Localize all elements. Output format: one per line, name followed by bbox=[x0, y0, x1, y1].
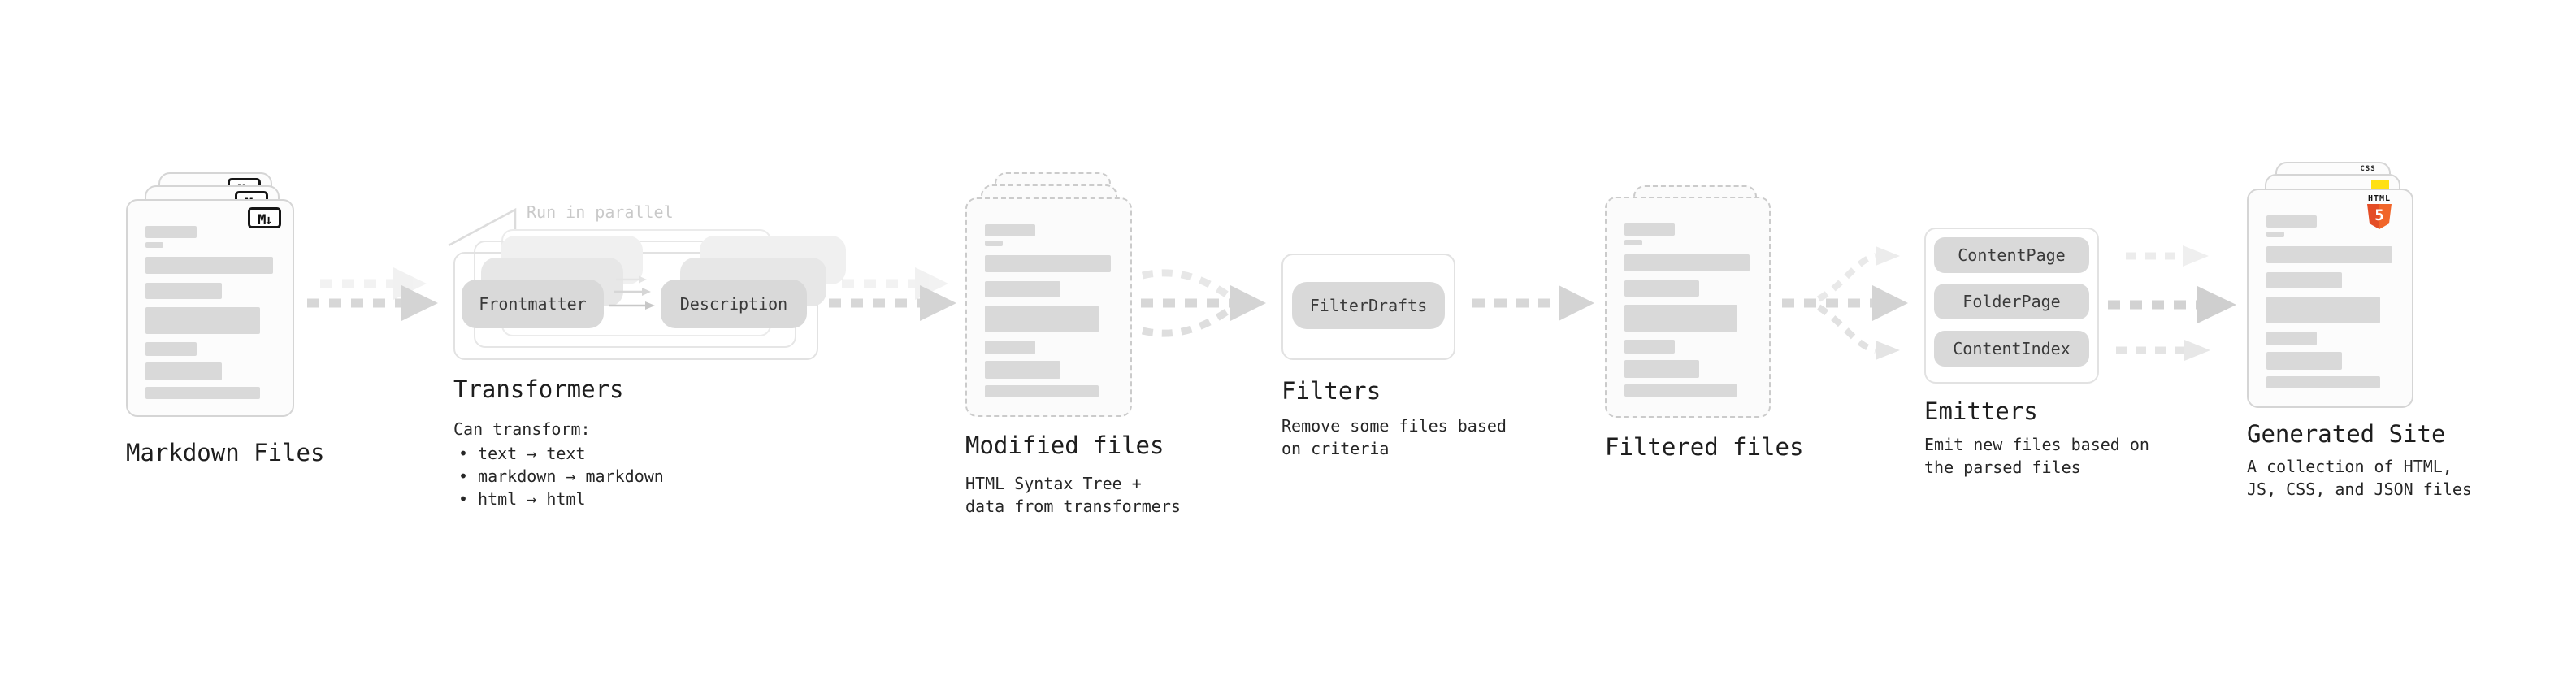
document-text-placeholder bbox=[2266, 215, 2392, 388]
dashed-arrow-icon bbox=[307, 267, 438, 321]
emitter-pill-folderpage: FolderPage bbox=[1934, 284, 2089, 319]
text-line-placeholder bbox=[985, 224, 1035, 236]
document-text-placeholder bbox=[145, 226, 273, 399]
text-line-placeholder bbox=[145, 283, 223, 299]
emitters-box bbox=[1924, 228, 2099, 384]
filters-desc: Remove some files based on criteria bbox=[1281, 416, 1507, 458]
dashed-arrow-icon bbox=[829, 267, 956, 321]
text-line-placeholder bbox=[145, 307, 261, 334]
stage-label-filtered-files: Filtered files bbox=[1605, 433, 1804, 461]
bullet-marker: • bbox=[458, 466, 469, 486]
modified-files-desc: HTML Syntax Tree + data from transformer… bbox=[965, 474, 1181, 516]
bullet-text: markdown → markdown bbox=[478, 466, 664, 486]
text-line-placeholder bbox=[1624, 340, 1675, 354]
transformers-desc-title: Can transform: bbox=[453, 419, 591, 439]
document-card-front bbox=[965, 197, 1132, 417]
emitters-desc: Emit new files based on the parsed files bbox=[1924, 435, 2149, 477]
bullet-marker: • bbox=[458, 489, 469, 509]
text-line-placeholder bbox=[2266, 215, 2317, 228]
text-line-placeholder bbox=[145, 242, 163, 248]
text-line-placeholder bbox=[2266, 332, 2317, 345]
text-line-placeholder bbox=[985, 340, 1035, 354]
transformer-pill-description: Description bbox=[661, 280, 807, 328]
text-line-placeholder bbox=[985, 255, 1111, 272]
text-line-placeholder bbox=[1624, 360, 1700, 378]
text-line-placeholder bbox=[1624, 223, 1675, 236]
dashed-arrow-icon bbox=[1472, 285, 1594, 321]
markdown-icon: M↓ bbox=[248, 207, 281, 228]
document-card-front: M↓ bbox=[126, 199, 294, 417]
text-line-placeholder bbox=[2266, 376, 2380, 388]
text-line-placeholder bbox=[985, 241, 1003, 246]
transform-bullet: • text → text bbox=[458, 444, 586, 463]
stage-label-modified-files: Modified files bbox=[965, 432, 1164, 459]
text-line-placeholder bbox=[985, 385, 1099, 397]
stage-label-filters: Filters bbox=[1281, 377, 1381, 405]
stage-label-generated-site: Generated Site bbox=[2247, 420, 2446, 448]
converging-dashed-arrow-icon bbox=[1141, 269, 1266, 337]
parallel-arrows-icon bbox=[609, 275, 655, 310]
transform-bullet: • markdown → markdown bbox=[458, 466, 664, 486]
text-line-placeholder bbox=[985, 281, 1060, 297]
text-line-placeholder bbox=[2266, 232, 2284, 237]
document-text-placeholder bbox=[985, 224, 1111, 397]
bullet-marker: • bbox=[458, 444, 469, 463]
diverging-dashed-arrow-icon bbox=[1782, 246, 1908, 360]
callout-line-icon bbox=[448, 207, 517, 247]
generated-site-desc: A collection of HTML, JS, CSS, and JSON … bbox=[2247, 457, 2472, 499]
transformer-pill-frontmatter: Frontmatter bbox=[462, 280, 604, 328]
text-line-placeholder bbox=[2266, 246, 2392, 263]
javascript-icon bbox=[2371, 180, 2389, 190]
text-line-placeholder bbox=[145, 257, 273, 274]
text-line-placeholder bbox=[145, 362, 223, 380]
emitter-pill-contentpage: ContentPage bbox=[1934, 237, 2089, 273]
filter-pill-filterdrafts: FilterDrafts bbox=[1292, 282, 1445, 329]
text-line-placeholder bbox=[1624, 254, 1750, 271]
transform-bullet: • html → html bbox=[458, 489, 586, 509]
text-line-placeholder bbox=[2266, 272, 2342, 288]
text-line-placeholder bbox=[1624, 280, 1700, 297]
html5-icon: HTML 5 bbox=[2357, 194, 2402, 229]
filters-box bbox=[1281, 254, 1455, 360]
emitter-pill-contentindex: ContentIndex bbox=[1934, 331, 2089, 367]
document-text-placeholder bbox=[1624, 223, 1750, 397]
text-line-placeholder bbox=[2266, 352, 2342, 370]
bullet-text: text → text bbox=[478, 444, 586, 463]
stage-label-markdown-files: Markdown Files bbox=[126, 439, 325, 466]
text-line-placeholder bbox=[1624, 384, 1737, 397]
text-line-placeholder bbox=[145, 226, 197, 238]
stage-label-emitters: Emitters bbox=[1924, 397, 2038, 425]
text-line-placeholder bbox=[145, 342, 197, 356]
run-in-parallel-note: Run in parallel bbox=[527, 202, 674, 222]
triple-dashed-arrow-icon bbox=[2108, 245, 2236, 361]
text-line-placeholder bbox=[2266, 297, 2380, 323]
text-line-placeholder bbox=[145, 387, 261, 399]
document-card-front: HTML 5 bbox=[2247, 189, 2413, 408]
bullet-text: html → html bbox=[478, 489, 586, 509]
stage-label-transformers: Transformers bbox=[453, 375, 624, 403]
document-card-front bbox=[1605, 197, 1771, 418]
text-line-placeholder bbox=[1624, 240, 1642, 245]
text-line-placeholder bbox=[985, 361, 1060, 379]
text-line-placeholder bbox=[1624, 305, 1737, 332]
text-line-placeholder bbox=[985, 306, 1099, 332]
